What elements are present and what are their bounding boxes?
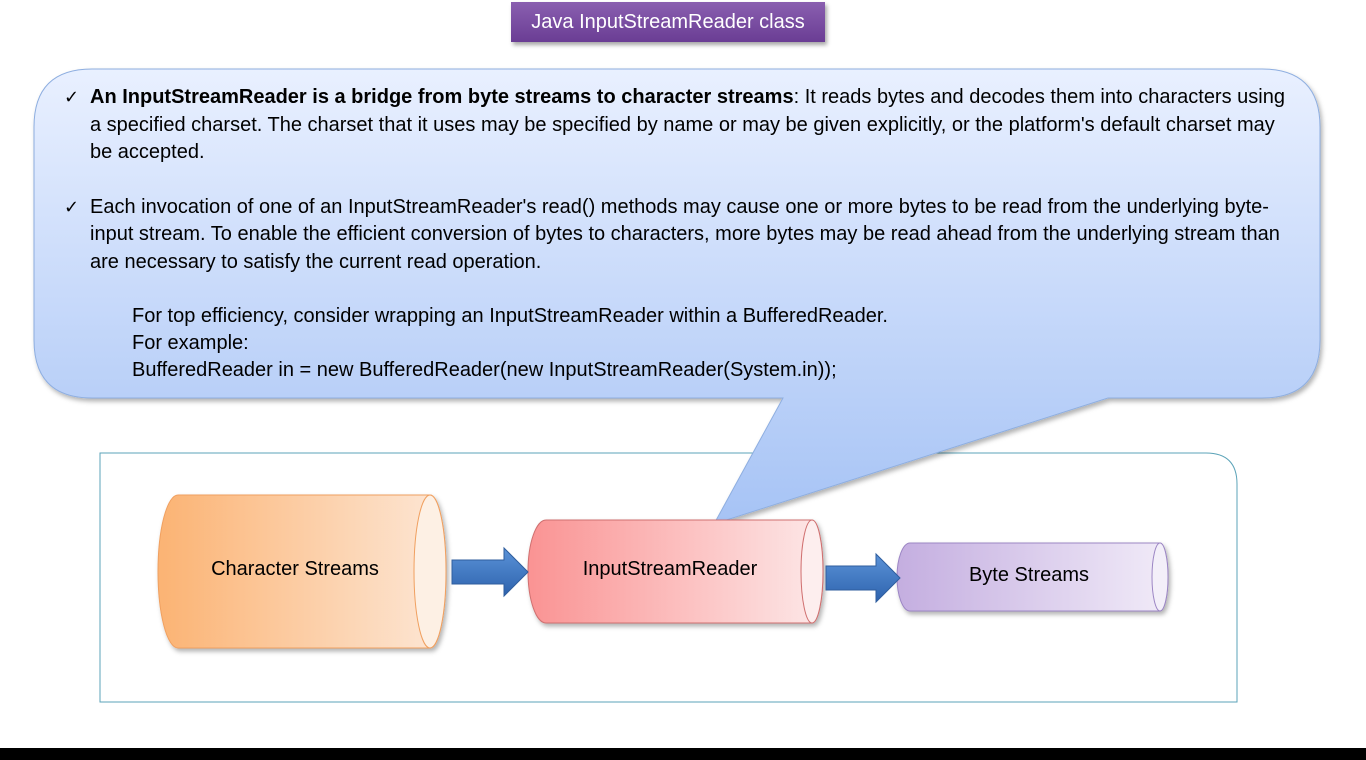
byte-streams-label: Byte Streams	[968, 564, 1090, 586]
example-line-1: For top efficiency, consider wrapping an…	[132, 305, 888, 327]
bullet-read-ahead-text: Each invocation of one of an InputStream…	[90, 195, 1280, 273]
example-block: For top efficiency, consider wrapping an…	[64, 303, 1294, 384]
callout-text: ✓ An InputStreamReader is a bridge from …	[64, 84, 1294, 384]
character-streams-label: Character Streams	[211, 558, 379, 580]
example-line-3: BufferedReader in = new BufferedReader(n…	[132, 359, 837, 381]
bullet-bridge: ✓ An InputStreamReader is a bridge from …	[64, 84, 1294, 167]
byte-streams-cylinder	[896, 542, 1169, 612]
bullet-bridge-bold: An InputStreamReader is a bridge from by…	[90, 86, 794, 108]
check-icon: ✓	[64, 196, 80, 218]
check-icon: ✓	[64, 87, 80, 108]
arrow-reader-to-byte	[825, 552, 901, 604]
diagram-title: Java InputStreamReader class	[511, 2, 825, 42]
input-stream-reader-label: InputStreamReader	[582, 558, 758, 580]
flow-frame	[99, 452, 1238, 703]
example-line-2: For example:	[132, 332, 249, 354]
bullet-bridge-rest: : It reads bytes and decodes them into c…	[90, 86, 1285, 163]
input-stream-reader-cylinder	[527, 519, 824, 624]
bottom-bar	[0, 748, 1366, 760]
arrow-char-to-reader	[451, 546, 529, 598]
character-streams-cylinder	[157, 494, 447, 649]
bullet-read-ahead: ✓ Each invocation of one of an InputStre…	[64, 194, 1294, 277]
